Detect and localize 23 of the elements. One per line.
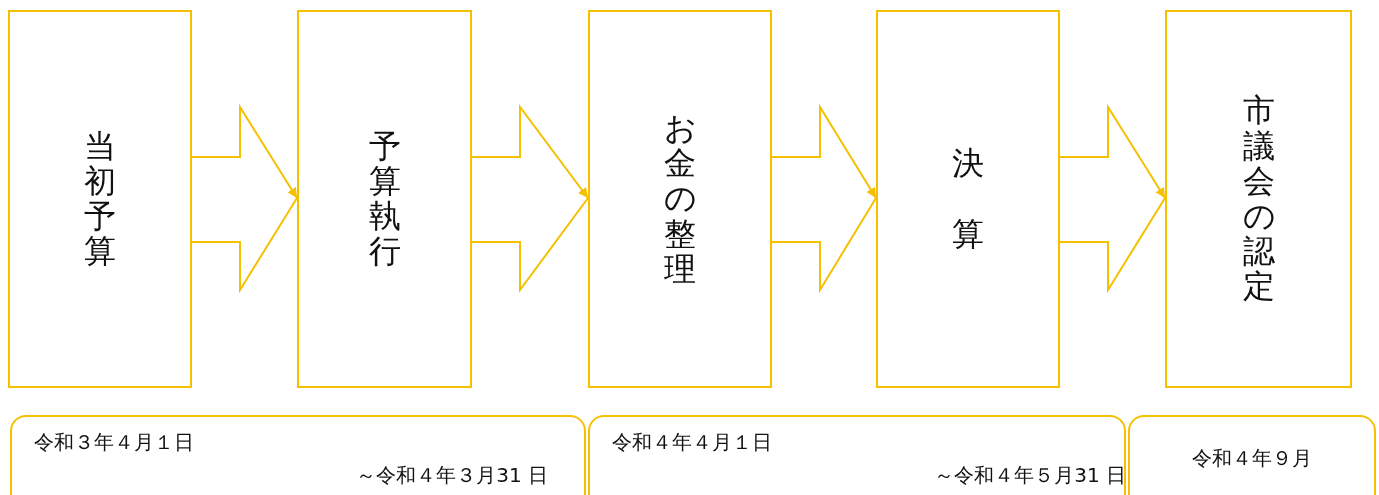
block-arrow (191, 103, 298, 294)
date-band (588, 415, 1126, 495)
date-text: 令和４年９月 (1191, 445, 1313, 472)
date-text: ～令和４年３月31 日 (356, 462, 548, 489)
block-arrow (471, 104, 589, 294)
box-title: 市議会の認定 (1242, 93, 1275, 305)
date-text: ～令和４年５月31 日 (934, 462, 1126, 489)
box-title: 予算執行 (368, 128, 401, 270)
process-box (1165, 10, 1352, 388)
box-title: 決 (952, 145, 984, 181)
date-band (10, 415, 586, 495)
date-band (1128, 415, 1376, 495)
date-text: 令和４年４月１日 (612, 429, 772, 456)
box-title: 算 (952, 217, 984, 253)
date-text: 令和３年４月１日 (34, 429, 194, 456)
process-box (8, 10, 192, 388)
process-box (297, 10, 472, 388)
process-box (588, 10, 772, 388)
process-box (876, 10, 1060, 388)
block-arrow (771, 103, 877, 294)
box-title: 当初予算 (84, 128, 116, 270)
block-arrow (1059, 103, 1166, 294)
box-title: お金の整理 (664, 111, 696, 287)
